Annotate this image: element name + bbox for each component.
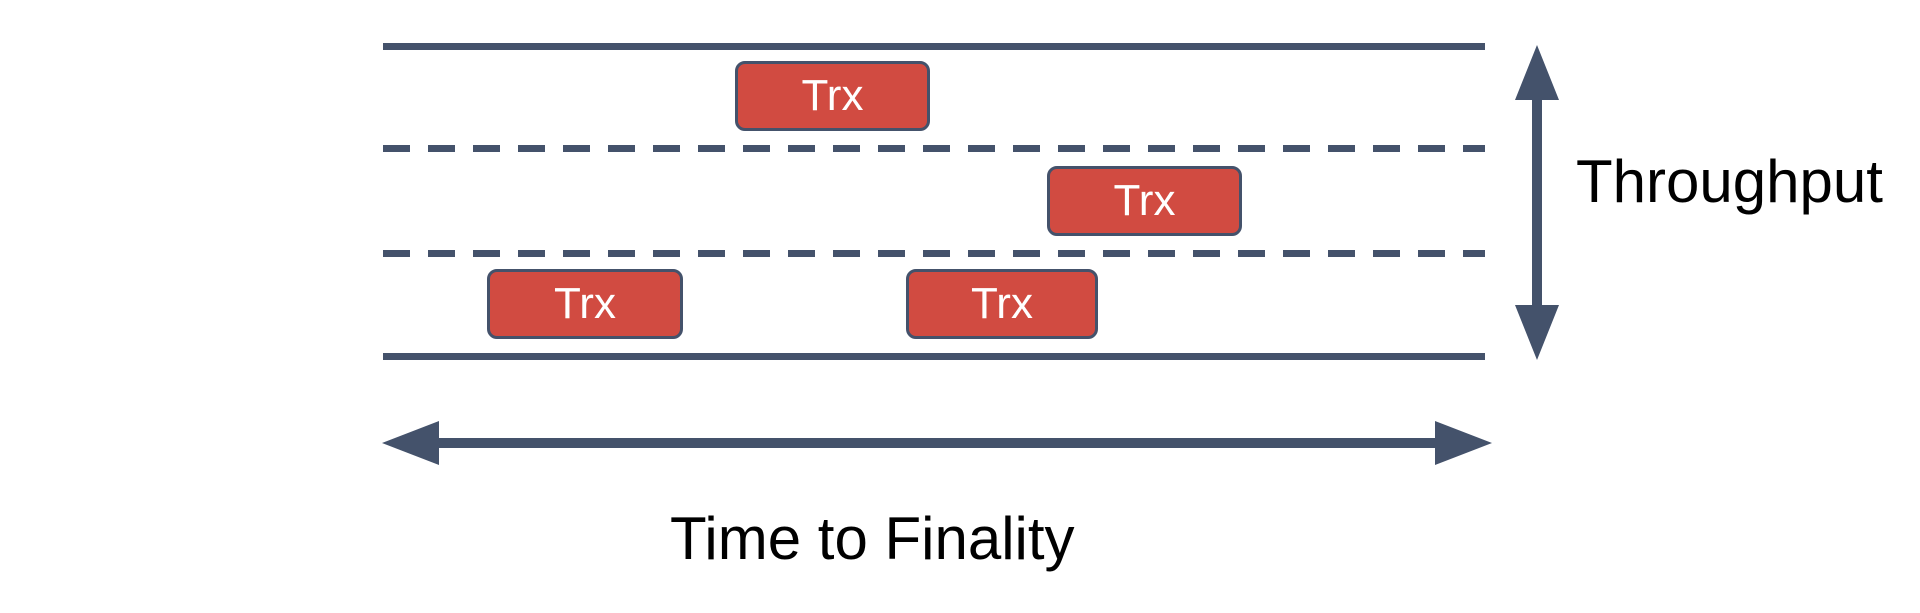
trx-label: Trx [801, 71, 864, 120]
trx-label: Trx [971, 279, 1033, 328]
arrowhead-left-icon [382, 421, 439, 465]
arrowhead-up-icon [1515, 45, 1559, 100]
trx-label: Trx [554, 279, 616, 328]
lane-divider-2 [383, 250, 1485, 257]
road-top-line [383, 43, 1485, 50]
arrowhead-down-icon [1515, 305, 1559, 360]
trx-box-lane3-left: Trx [487, 269, 683, 339]
throughput-label: Throughput [1576, 148, 1883, 215]
trx-box-lane2: Trx [1047, 166, 1242, 236]
time-arrow-shaft [435, 438, 1435, 448]
trx-box-lane3-right: Trx [906, 269, 1098, 339]
road-bottom-line [383, 353, 1485, 360]
trx-box-lane1: Trx [735, 61, 930, 131]
lane-divider-1 [383, 145, 1485, 152]
time-to-finality-label: Time to Finality [670, 505, 1075, 572]
trx-label: Trx [1113, 176, 1176, 225]
throughput-arrow-shaft [1532, 95, 1542, 310]
arrowhead-right-icon [1435, 421, 1492, 465]
